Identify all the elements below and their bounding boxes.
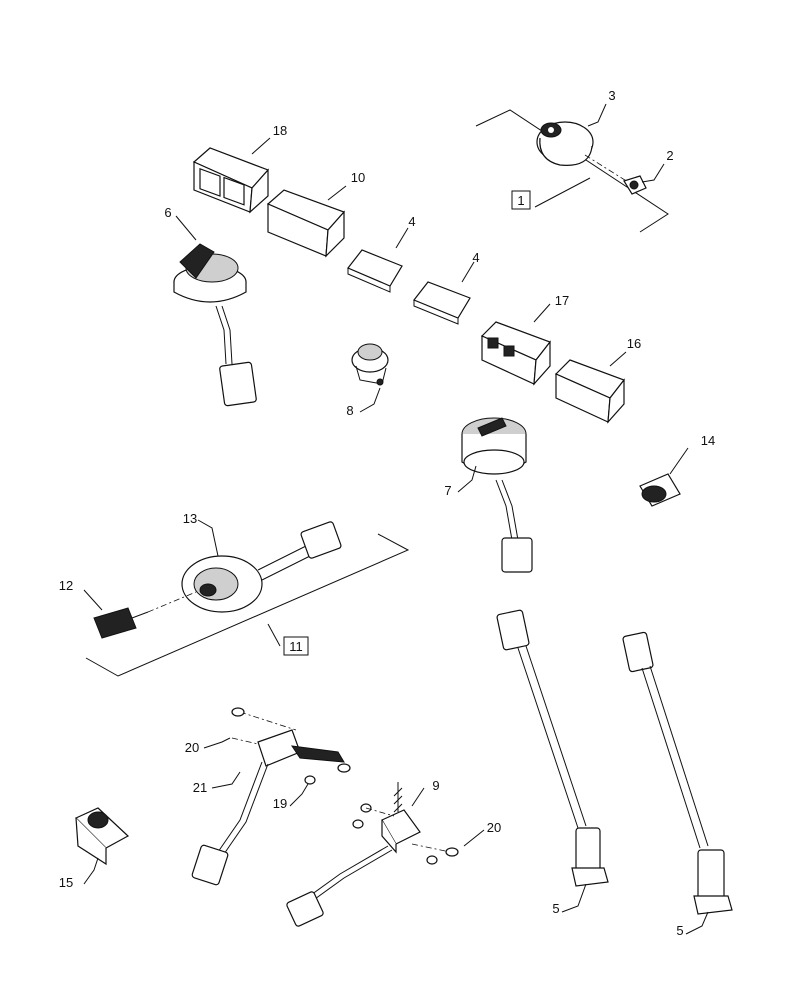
part-3-rotary-switch xyxy=(536,121,629,183)
callout-box-11 xyxy=(283,636,309,656)
callout-21: 21 xyxy=(193,780,207,795)
callout-13: 13 xyxy=(183,511,197,526)
part-14-socket xyxy=(639,473,681,507)
callout-12: 12 xyxy=(59,578,73,593)
part-16-rocker-switch xyxy=(554,359,625,424)
part-21-sensor-harness xyxy=(191,707,351,886)
callout-5b: 5 xyxy=(676,923,683,938)
part-15-joystick-switch xyxy=(74,807,130,866)
part-7-rotary-switch xyxy=(461,417,533,573)
callout-labels: 1 2 3 4 4 5 5 6 7 8 9 10 11 12 13 14 15 … xyxy=(59,88,715,938)
callout-10: 10 xyxy=(351,170,365,185)
callout-19: 19 xyxy=(273,796,287,811)
callout-18: 18 xyxy=(273,123,287,138)
callout-box-1 xyxy=(511,190,531,210)
callout-1: 1 xyxy=(517,193,524,208)
callout-5a: 5 xyxy=(552,901,559,916)
part-4-lens-b xyxy=(413,281,471,325)
group-1-leader xyxy=(534,177,591,208)
group-1-bracket-line xyxy=(475,109,669,233)
part-2-bulb xyxy=(623,175,647,195)
callout-6: 6 xyxy=(164,205,171,220)
callout-8: 8 xyxy=(346,403,353,418)
part-12-key xyxy=(93,607,149,639)
callout-2: 2 xyxy=(666,148,673,163)
assembly-group-1 xyxy=(475,109,669,233)
callout-20a: 20 xyxy=(185,740,199,755)
part-5-sensor-b xyxy=(622,631,733,915)
callout-15: 15 xyxy=(59,875,73,890)
part-18-rocker-switch xyxy=(192,147,270,214)
callout-9: 9 xyxy=(432,778,439,793)
callout-3: 3 xyxy=(608,88,615,103)
part-6-rotary-switch xyxy=(173,243,257,407)
callout-16: 16 xyxy=(627,336,641,351)
callout-7: 7 xyxy=(444,483,451,498)
assembly-group-11 xyxy=(85,533,410,677)
callout-11: 11 xyxy=(289,639,303,654)
part-17-rocker-switch xyxy=(480,321,551,386)
callout-4b: 4 xyxy=(472,250,479,265)
part-5-sensor-a xyxy=(496,609,609,887)
callout-14: 14 xyxy=(701,433,715,448)
part-10-rocker-switch xyxy=(266,189,346,258)
callout-20b: 20 xyxy=(487,820,501,835)
callout-4a: 4 xyxy=(408,214,415,229)
callout-leaders xyxy=(83,103,709,935)
part-4-lens-a xyxy=(347,249,403,293)
group-11-leader xyxy=(267,623,281,647)
callout-17: 17 xyxy=(555,293,569,308)
part-9-spring-switch xyxy=(286,782,459,927)
part-8-push-button xyxy=(351,343,389,386)
part-13-ignition-switch xyxy=(147,521,342,613)
group-11-bracket-line xyxy=(85,533,410,677)
